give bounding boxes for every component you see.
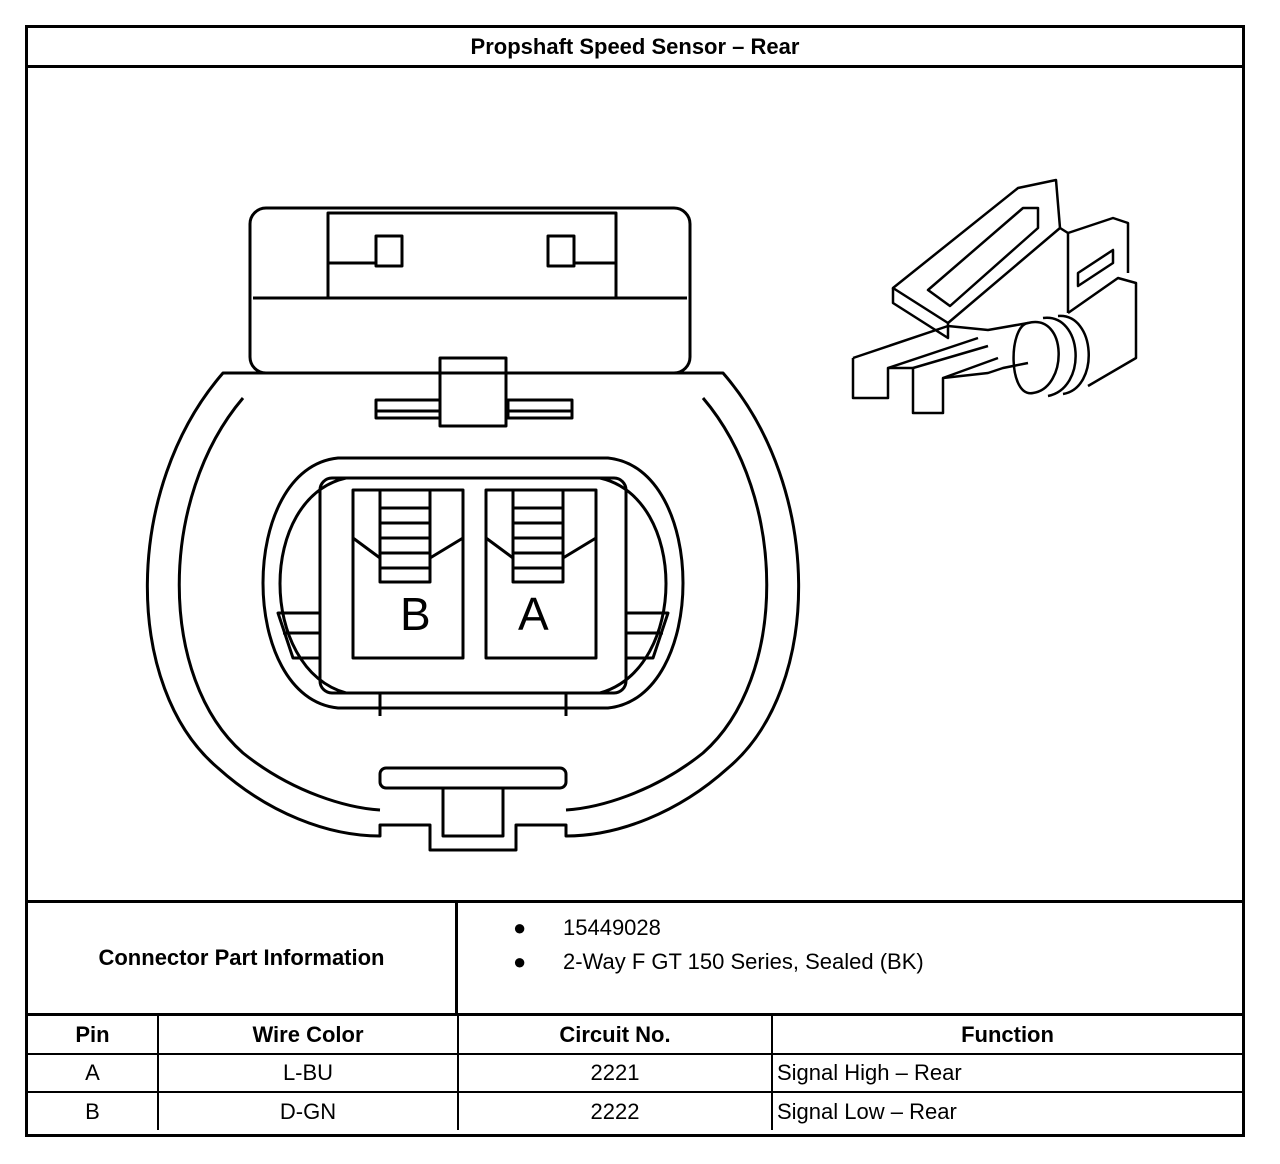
bullet-icon: ● — [513, 949, 527, 974]
function-cell: Signal Low – Rear — [771, 1091, 1242, 1130]
latch-housing — [248, 206, 692, 375]
pin-cavity — [261, 456, 685, 716]
connector-body — [145, 356, 801, 852]
connector-part-information: Connector Part Information ● 15449028 ● … — [28, 900, 1242, 1016]
page-title: Propshaft Speed Sensor – Rear — [28, 28, 1242, 68]
pin-table: Pin Wire Color Circuit No. Function A L-… — [28, 1016, 1242, 1130]
pin-cell: B — [28, 1091, 159, 1130]
connector-isometric-view — [851, 178, 1138, 415]
function-cell: Signal High – Rear — [771, 1053, 1242, 1093]
connector-sheet: Propshaft Speed Sensor – Rear — [25, 25, 1245, 1137]
bullet-icon: ● — [513, 915, 527, 940]
pin-cell: A — [28, 1053, 159, 1093]
table-header-row: Pin Wire Color Circuit No. Function — [28, 1016, 1242, 1055]
circuit-cell: 2222 — [457, 1091, 773, 1130]
table-row: A L-BU 2221 Signal High – Rear — [28, 1053, 1242, 1093]
column-header-circuit: Circuit No. — [457, 1016, 773, 1055]
column-header-pin: Pin — [28, 1016, 159, 1055]
pin-label-b: B — [400, 588, 431, 640]
table-row: B D-GN 2222 Signal Low – Rear — [28, 1091, 1242, 1130]
connector-diagram: B A — [28, 68, 1242, 900]
connector-info-label: Connector Part Information — [28, 903, 458, 1013]
part-number: 15449028 — [563, 915, 661, 940]
column-header-wire-color: Wire Color — [157, 1016, 459, 1055]
connector-face-drawing: B A — [145, 178, 1138, 852]
connector-info-list: ● 15449028 ● 2-Way F GT 150 Series, Seal… — [458, 903, 1242, 1021]
circuit-cell: 2221 — [457, 1053, 773, 1093]
terminal-b — [351, 488, 465, 660]
column-header-function: Function — [771, 1016, 1242, 1055]
wire-color-cell: L-BU — [157, 1053, 459, 1093]
wire-color-cell: D-GN — [157, 1091, 459, 1130]
list-item: ● 2-Way F GT 150 Series, Sealed (BK) — [458, 945, 1242, 979]
list-item: ● 15449028 — [458, 911, 1242, 945]
terminal-a — [484, 488, 598, 660]
pin-label-a: A — [518, 588, 549, 640]
connector-description: 2-Way F GT 150 Series, Sealed (BK) — [563, 949, 924, 974]
